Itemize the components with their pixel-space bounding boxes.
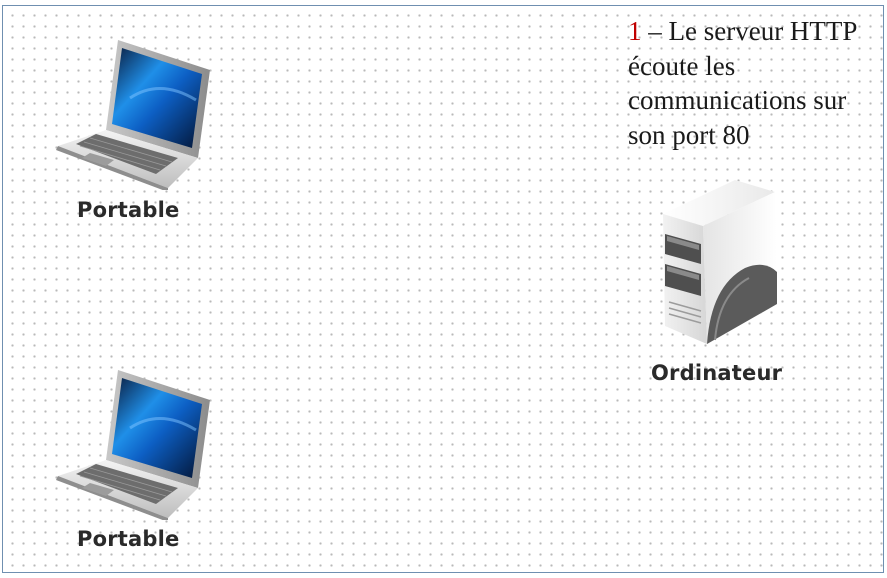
laptop-2-label: Portable xyxy=(77,527,180,551)
server-icon xyxy=(663,180,777,344)
step-number: 1 xyxy=(628,16,642,46)
annotation-body: – Le serveur HTTP écoute les communicati… xyxy=(628,16,857,150)
server-label: Ordinateur xyxy=(651,361,783,385)
laptop-node-2[interactable] xyxy=(50,368,215,520)
annotation-text: 1 – Le serveur HTTP écoute les communica… xyxy=(628,14,868,152)
laptop-icon xyxy=(56,40,210,190)
server-node[interactable] xyxy=(655,176,781,354)
laptop-1-label: Portable xyxy=(77,198,180,222)
laptop-node-1[interactable] xyxy=(50,38,215,190)
laptop-icon xyxy=(56,370,210,520)
